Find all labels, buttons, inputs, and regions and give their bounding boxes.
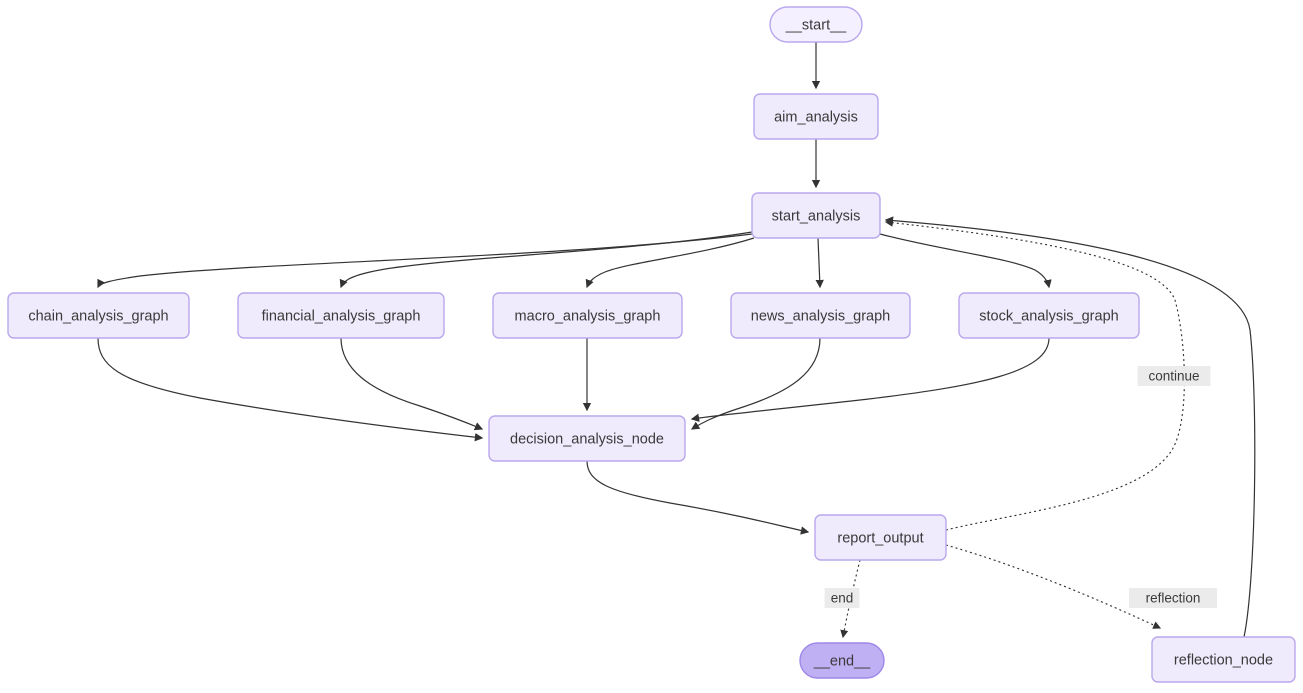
edge-start_analysis-to-financial_analysis_graph <box>339 231 753 289</box>
edge-label-text: continue <box>1148 369 1199 384</box>
edge-start_analysis-to-news_analysis_graph <box>815 237 824 289</box>
edge-label-end: end <box>824 588 860 608</box>
edge-financial_analysis_graph-to-decision_analysis_node <box>340 337 484 431</box>
node-end[interactable]: __end__ <box>799 642 885 679</box>
node-shape-reflection_node[interactable] <box>1151 636 1296 683</box>
edge-stock_analysis_graph-to-decision_analysis_node <box>690 337 1050 422</box>
edge-label-continue: continue <box>1137 366 1211 386</box>
node-news_analysis_graph[interactable]: news_analysis_graph <box>730 292 911 339</box>
edge-label-text: end <box>831 591 854 606</box>
node-macro_analysis_graph[interactable]: macro_analysis_graph <box>492 292 683 339</box>
node-shape-chain_analysis_graph[interactable] <box>7 292 190 339</box>
node-stock_analysis_graph[interactable]: stock_analysis_graph <box>958 292 1140 339</box>
edge-reflection_node-to-start_analysis <box>884 216 1256 638</box>
node-shape-news_analysis_graph[interactable] <box>730 292 911 339</box>
node-financial_analysis_graph[interactable]: financial_analysis_graph <box>237 292 445 339</box>
node-chain_analysis_graph[interactable]: chain_analysis_graph <box>7 292 190 339</box>
edge-label-background <box>1137 366 1211 386</box>
node-start_analysis[interactable]: start_analysis <box>751 192 881 239</box>
edge-label-background <box>824 588 860 608</box>
node-decision_analysis_node[interactable]: decision_analysis_node <box>488 415 686 462</box>
node-shape-start_analysis[interactable] <box>751 192 881 239</box>
nodes-layer: __start__ aim_analysis start_analysischain… <box>7 6 1296 683</box>
edge-label-reflection: reflection <box>1129 588 1217 608</box>
edges-layer <box>97 42 1256 639</box>
node-shape-start[interactable] <box>769 6 863 43</box>
edge-labels-layer: end continue reflection <box>824 366 1217 608</box>
edge-decision_analysis_node-to-report_output <box>586 460 810 535</box>
edge-start_analysis-to-stock_analysis_graph <box>879 233 1052 289</box>
node-shape-macro_analysis_graph[interactable] <box>492 292 683 339</box>
node-shape-aim_analysis[interactable] <box>753 93 879 140</box>
node-start[interactable]: __start__ <box>769 6 863 43</box>
node-shape-decision_analysis_node[interactable] <box>488 415 686 462</box>
node-shape-financial_analysis_graph[interactable] <box>237 292 445 339</box>
edge-news_analysis_graph-to-decision_analysis_node <box>690 337 821 430</box>
node-report_output[interactable]: report_output <box>814 514 947 561</box>
node-shape-report_output[interactable] <box>814 514 947 561</box>
node-aim_analysis[interactable]: aim_analysis <box>753 93 879 140</box>
edge-start_analysis-to-macro_analysis_graph <box>585 237 755 289</box>
edge-chain_analysis_graph-to-decision_analysis_node <box>97 337 484 442</box>
node-reflection_node[interactable]: reflection_node <box>1151 636 1296 683</box>
edge-start_analysis-to-chain_analysis_graph <box>97 233 753 289</box>
node-shape-end[interactable] <box>799 642 885 679</box>
edge-label-text: reflection <box>1146 591 1201 606</box>
node-shape-stock_analysis_graph[interactable] <box>958 292 1140 339</box>
edge-label-background <box>1129 588 1217 608</box>
edge-report_output-to-reflection_node <box>945 544 1162 629</box>
